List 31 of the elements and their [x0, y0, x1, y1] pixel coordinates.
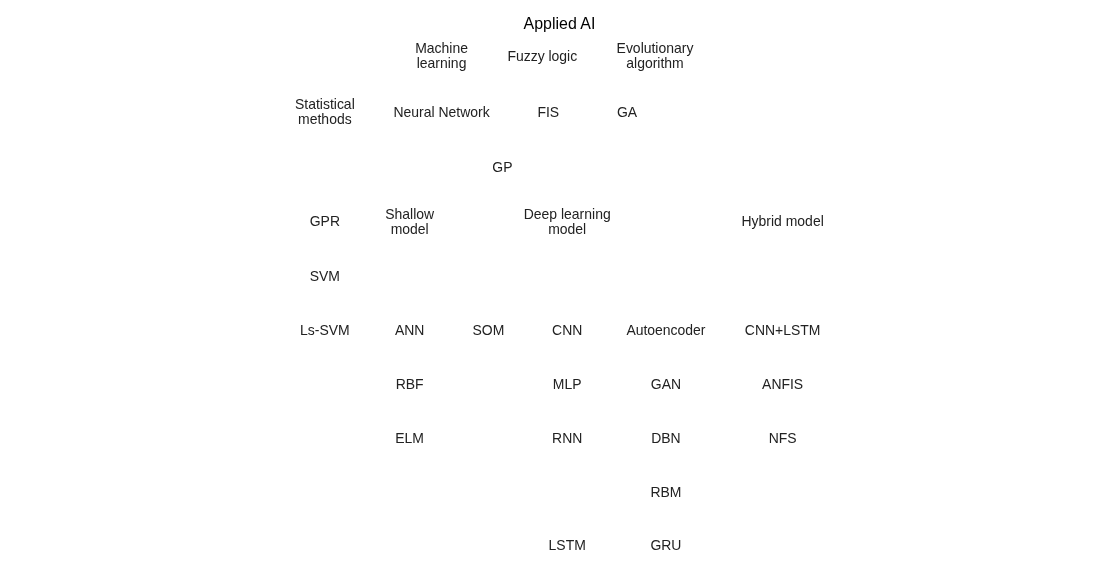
label: FIS [537, 103, 560, 120]
label: Autoencoder [626, 322, 706, 339]
label: ELM [395, 429, 425, 446]
label: Neural Network [393, 103, 490, 120]
label: CNN+LSTM [744, 322, 821, 339]
label: Shallow model [385, 205, 435, 237]
label: Evolutionary algorithm [616, 40, 694, 72]
label: RBM [650, 483, 682, 500]
label: Ls-SVM [300, 322, 350, 339]
label: CNN [552, 322, 583, 339]
label: GAN [650, 375, 682, 392]
label: NFS [768, 429, 797, 446]
label: LSTM [548, 537, 586, 554]
label: GRU [650, 537, 682, 554]
label: Hybrid model [741, 213, 824, 230]
label: GA [616, 103, 638, 120]
label: Machine learning [415, 40, 468, 72]
label: Deep learning model [523, 205, 611, 237]
label: Statistical methods [295, 96, 355, 128]
label: Fuzzy logic [507, 47, 578, 64]
label: GP [492, 158, 513, 175]
label: GPR [309, 213, 341, 230]
label: SOM [472, 322, 505, 339]
label: MLP [552, 375, 582, 392]
diagram-title: Applied AI [523, 15, 596, 33]
label: ANN [394, 322, 425, 339]
label: RNN [552, 429, 583, 446]
label: RBF [395, 375, 424, 392]
label: SVM [309, 268, 341, 285]
label: DBN [651, 429, 681, 446]
label: ANFIS [762, 375, 804, 392]
